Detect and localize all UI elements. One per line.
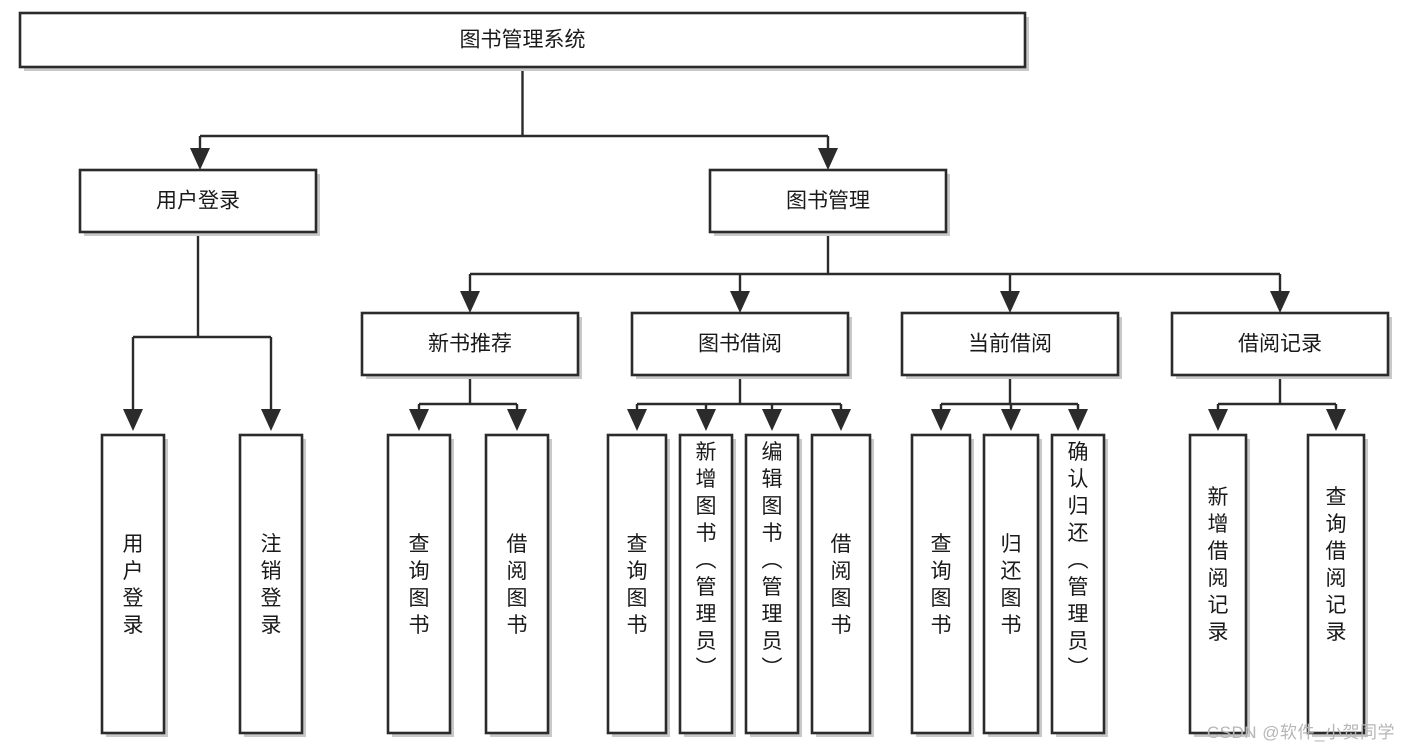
connector-currentborrow-to-leaves [939, 375, 1080, 413]
arrow-head-leaf-query-book [627, 409, 647, 431]
node-leaf-query-book-rec-label: 查询图书 [409, 533, 430, 637]
node-leaf-borrow-book-rec-label: 借阅图书 [507, 533, 528, 637]
node-leaf-edit-book[interactable]: 编辑图书︵管理员︶ [744, 433, 802, 737]
node-leaf-add-record-box [1188, 433, 1248, 735]
node-current-borrow-label: 当前借阅 [968, 333, 1052, 356]
arrow-head-borrow-record [1270, 291, 1290, 313]
node-user-login[interactable]: 用户登录 [78, 168, 320, 236]
node-leaf-query-book[interactable]: 查询图书 [606, 433, 670, 737]
node-leaf-borrow-book[interactable]: 借阅图书 [810, 433, 874, 737]
node-leaf-confirm-return[interactable]: 确认归还︵管理员︶ [1050, 433, 1108, 737]
node-current-borrow-box [900, 311, 1120, 377]
node-leaf-return-book[interactable]: 归还图书 [982, 433, 1042, 737]
node-leaf-query-book-rec[interactable]: 查询图书 [386, 433, 454, 737]
node-leaf-confirm-return-label: 确认归还︵管理员︶ [1068, 441, 1089, 680]
node-leaf-query-book-cur-label: 查询图书 [931, 533, 952, 637]
arrow-head-leaf-edit-book [762, 409, 782, 431]
leaf-node-layer: 用户登录 注销登录 查询图书 借阅图书 查询图书 新增图书︵管理员︶ 编辑图书︵管理员︶ 借阅… [100, 433, 1368, 737]
node-new-book-recommend[interactable]: 新书推荐 [360, 311, 582, 379]
connector-bookborrow-to-leaves [635, 375, 843, 413]
node-leaf-add-book-label: 新增图书︵管理员︶ [696, 441, 717, 680]
node-borrow-record-box [1170, 311, 1390, 377]
arrow-head-leaf-query-book-cur [931, 409, 951, 431]
node-leaf-query-book-rec-box [386, 433, 452, 735]
node-leaf-borrow-book-label: 借阅图书 [831, 533, 852, 637]
node-leaf-add-record-label: 新增借阅记录 [1208, 486, 1229, 644]
node-leaf-user-login-label: 用户登录 [123, 533, 144, 637]
connector-borrowrecord-to-leaves [1216, 375, 1338, 413]
connector-bookmanage-to-level3 [468, 232, 1282, 295]
arrow-head-leaf-query-book-rec [409, 409, 429, 431]
node-leaf-add-record[interactable]: 新增借阅记录 [1188, 433, 1250, 737]
arrow-head-leaf-query-record [1326, 409, 1346, 431]
arrow-head-leaf-borrow-book-rec [507, 409, 527, 431]
arrow-head-new-book-recommend [460, 291, 480, 313]
node-book-borrow[interactable]: 图书借阅 [630, 311, 852, 379]
csdn-watermark: CSDN @软件_小贺同学 [1206, 723, 1395, 742]
node-leaf-confirm-return-box [1050, 433, 1106, 735]
node-new-book-recommend-box [360, 311, 580, 377]
connector-userlogin-to-leaves [131, 232, 273, 413]
arrow-head-leaf-logout [261, 409, 281, 431]
node-leaf-logout-box [238, 433, 304, 735]
arrow-head-leaf-user-login [123, 409, 143, 431]
arrow-head-current-borrow [1000, 291, 1020, 313]
node-user-login-box [78, 168, 318, 234]
arrow-head-leaf-add-record [1208, 409, 1228, 431]
node-leaf-add-book-box [678, 433, 734, 735]
node-leaf-query-record-box [1306, 433, 1366, 735]
arrow-head-leaf-borrow-book [831, 409, 851, 431]
node-borrow-record-label: 借阅记录 [1238, 333, 1322, 356]
arrow-head-book-borrow [730, 291, 750, 313]
node-leaf-borrow-book-rec[interactable]: 借阅图书 [484, 433, 552, 737]
node-borrow-record[interactable]: 借阅记录 [1170, 311, 1392, 379]
node-leaf-edit-book-label: 编辑图书︵管理员︶ [762, 441, 783, 680]
node-book-borrow-box [630, 311, 850, 377]
node-current-borrow[interactable]: 当前借阅 [900, 311, 1122, 379]
arrow-head-leaf-confirm-return [1068, 409, 1088, 431]
node-leaf-query-record-label: 查询借阅记录 [1326, 486, 1347, 644]
node-leaf-user-login-box [100, 433, 166, 735]
node-user-login-label: 用户登录 [156, 190, 240, 213]
connector-newbook-to-leaves [417, 375, 519, 413]
connector-root-to-level2 [198, 67, 830, 152]
node-root-box [18, 11, 1027, 69]
node-book-manage-box [708, 168, 948, 234]
node-book-manage-label: 图书管理 [786, 190, 870, 213]
node-leaf-borrow-book-rec-box [484, 433, 550, 735]
arrow-head-book-manage [818, 148, 838, 170]
arrow-head-leaf-add-book [696, 409, 716, 431]
node-root-label: 图书管理系统 [460, 29, 586, 52]
arrow-head-leaf-return-book [1001, 409, 1021, 431]
node-leaf-query-record[interactable]: 查询借阅记录 [1306, 433, 1368, 737]
node-leaf-query-book-label: 查询图书 [627, 533, 648, 637]
node-new-book-recommend-label: 新书推荐 [428, 333, 512, 356]
connector-layer [123, 67, 1346, 431]
node-leaf-user-login[interactable]: 用户登录 [100, 433, 168, 737]
node-leaf-edit-book-box [744, 433, 800, 735]
node-leaf-query-book-cur[interactable]: 查询图书 [910, 433, 974, 737]
node-leaf-query-book-cur-box [910, 433, 972, 735]
node-leaf-logout-label: 注销登录 [261, 533, 282, 637]
node-leaf-add-book[interactable]: 新增图书︵管理员︶ [678, 433, 736, 737]
arrow-head-user-login [190, 148, 210, 170]
node-leaf-logout[interactable]: 注销登录 [238, 433, 306, 737]
node-leaf-return-book-box [982, 433, 1040, 735]
node-leaf-borrow-book-box [810, 433, 872, 735]
node-root[interactable]: 图书管理系统 [18, 11, 1029, 71]
node-leaf-return-book-label: 归还图书 [1001, 533, 1022, 637]
node-leaf-query-book-box [606, 433, 668, 735]
node-book-borrow-label: 图书借阅 [698, 333, 782, 356]
node-book-manage[interactable]: 图书管理 [708, 168, 950, 236]
